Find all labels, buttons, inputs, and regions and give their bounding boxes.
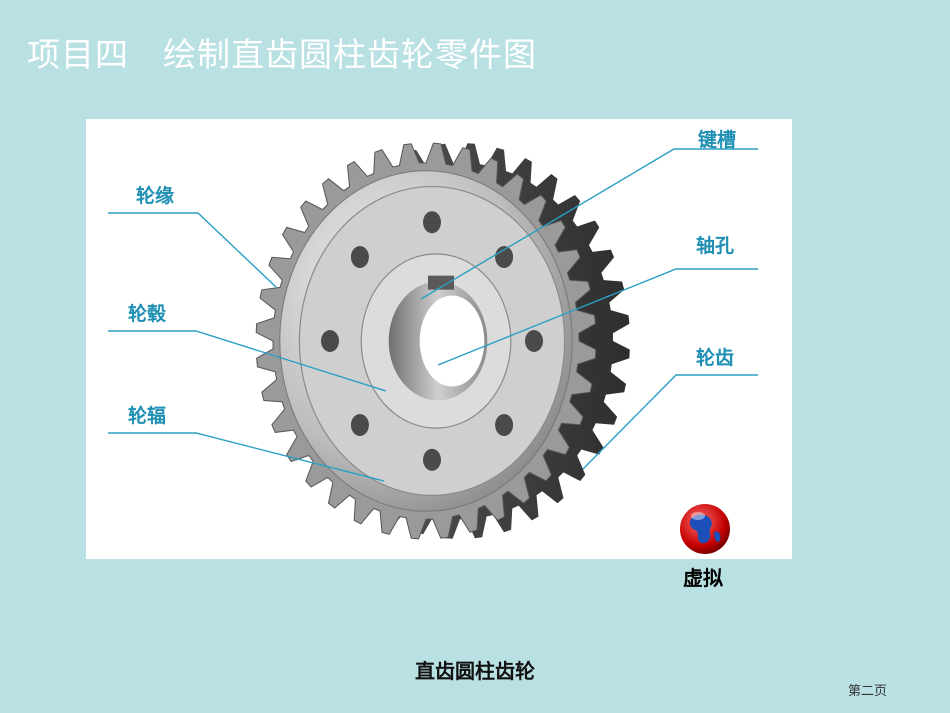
leader-hub: [108, 330, 387, 392]
slide-title: 项目四 绘制直齿圆柱齿轮零件图: [27, 35, 537, 74]
leader-keyway: [420, 148, 758, 300]
label-teeth: 轮齿: [696, 347, 735, 369]
web-hole: [350, 414, 369, 436]
shaft-hole: [419, 295, 485, 387]
gear-illustration: [108, 142, 758, 540]
label-keyway: 键槽: [698, 129, 737, 151]
web-hole: [423, 211, 441, 234]
web-hole: [423, 448, 441, 471]
leader-shaft-hole: [437, 268, 758, 366]
web-hole: [525, 330, 543, 352]
label-shaft-hole: 轴孔: [696, 235, 735, 257]
keyway: [428, 275, 454, 290]
web-hole: [495, 246, 514, 268]
leader-lines: [108, 148, 758, 482]
web-hole: [321, 330, 339, 352]
virtual-link[interactable]: 虚拟: [683, 566, 723, 590]
leader-teeth: [582, 374, 758, 470]
label-hub: 轮毂: [128, 303, 167, 325]
leader-rim: [108, 212, 277, 288]
gear-body: [255, 142, 630, 540]
web-hole: [350, 246, 369, 268]
page-number: 第二页: [848, 684, 888, 699]
web-hole: [495, 414, 514, 436]
leader-web: [108, 432, 385, 482]
globe-icon[interactable]: [678, 502, 732, 556]
figure-caption: 直齿圆柱齿轮: [415, 659, 535, 683]
label-web: 轮辐: [128, 405, 167, 427]
gear-figure-panel: 轮缘 轮毂 轮辐 键槽 轴孔 轮齿: [86, 119, 792, 559]
label-rim: 轮缘: [136, 185, 175, 207]
